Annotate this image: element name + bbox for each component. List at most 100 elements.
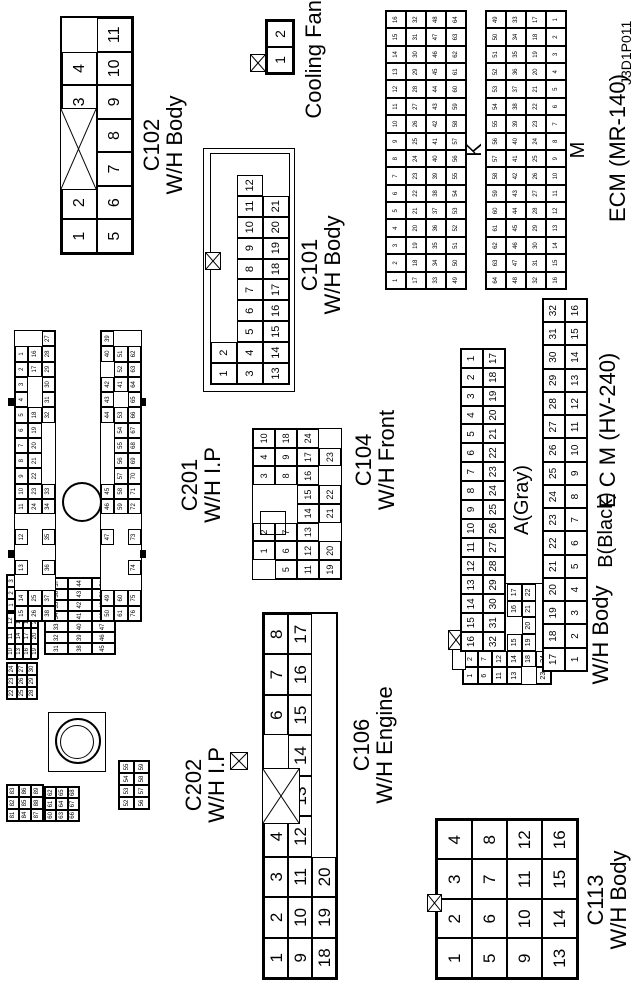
pin-cell: 24	[7, 663, 17, 675]
c106-lock-tab	[230, 752, 248, 770]
c106-label: C106 W/H Engine	[349, 670, 397, 820]
pin-cell: 38	[68, 643, 92, 654]
pin-cell	[128, 331, 141, 346]
pin-cell: 23	[28, 483, 42, 499]
pin-cell: 64	[446, 11, 466, 29]
pin-cell: 35	[506, 45, 526, 64]
pin-cell: 6	[97, 185, 132, 220]
pin-cell: 11	[565, 415, 587, 439]
pin-cell: 39	[426, 167, 446, 185]
pin-cell: 75	[127, 590, 141, 606]
pin-cell: 10	[461, 518, 483, 538]
pin-cell: 58	[134, 773, 149, 785]
pin-cell: 56	[114, 453, 128, 469]
pin-cell: 23	[526, 115, 546, 133]
pin-cell: 10	[97, 51, 132, 86]
pin-cell: 43	[506, 184, 526, 203]
pin-cell: 1	[15, 346, 29, 362]
pin-cell: 46	[101, 498, 115, 515]
pin-cell: 25	[406, 132, 426, 150]
c101-housing	[203, 148, 295, 392]
c101-name: C101	[297, 238, 322, 292]
pin-cell: 50	[446, 254, 466, 272]
pin-cell: 17	[483, 349, 505, 368]
c102-harness: W/H Body	[162, 95, 188, 195]
pin-cell: 62	[486, 236, 506, 255]
pin-cell: 42	[426, 115, 446, 133]
pin-cell: 56	[486, 132, 506, 150]
pin-cell: 20	[312, 856, 336, 898]
pin-cell: 17	[23, 628, 31, 644]
pin-cell: 30	[526, 236, 546, 255]
pin-cell: 9	[461, 500, 483, 519]
pin-cell: 10	[7, 643, 15, 659]
pin-cell: 5	[461, 424, 483, 444]
pin-cell: 39	[68, 632, 92, 644]
pin-cell: 8	[15, 453, 29, 469]
pin-cell: 28	[406, 80, 426, 98]
pin-cell	[114, 575, 127, 590]
c201-latch	[8, 398, 14, 406]
pin-cell: 24	[297, 429, 319, 448]
pin-cell	[101, 423, 114, 438]
pin-cell: 42	[68, 599, 92, 611]
pin-cell: 16	[546, 271, 566, 289]
pin-cell: 11	[15, 498, 29, 515]
pin-cell: 27	[406, 97, 426, 116]
pin-cell: 46	[426, 45, 446, 64]
pin-cell: 26	[28, 605, 42, 621]
c201-harness: W/H I.P	[200, 447, 226, 523]
pin-cell: 4	[386, 219, 406, 237]
pin-cell: 49	[101, 590, 115, 606]
pin-cell: 49	[486, 11, 506, 29]
pin-cell: 65	[127, 392, 141, 408]
pin-cell: 11	[7, 628, 15, 644]
pin-cell: 23	[406, 167, 426, 185]
pin-cell: 33	[45, 621, 69, 633]
pin-cell: 8	[472, 820, 507, 860]
pin-cell: 36	[426, 219, 446, 237]
pin-cell: 10	[565, 438, 587, 462]
pin-cell: 4	[565, 578, 587, 602]
pin-cell: 39	[101, 331, 115, 347]
pin-cell: 26	[406, 115, 426, 133]
pin-cell: 47	[91, 621, 115, 633]
pin-cell: 8	[565, 485, 587, 509]
pin-cell: 38	[506, 97, 526, 116]
pin-cell: 12	[461, 556, 483, 576]
pin-cell	[28, 331, 41, 346]
pin-cell: 32	[41, 407, 55, 423]
pin-cell: 11	[461, 537, 483, 557]
pin-cell: 53	[486, 80, 506, 98]
pin-cell	[312, 776, 336, 816]
pin-cell: 28	[483, 556, 505, 576]
cooling-fan-name: Cooling Fan	[301, 0, 326, 119]
pin-cell: 9	[507, 938, 542, 978]
pin-cell: 30	[41, 376, 55, 393]
pin-cell: 44	[506, 202, 526, 220]
pin-cell: 3	[565, 601, 587, 625]
pin-cell: 9	[275, 447, 297, 467]
pin-cell	[28, 377, 41, 392]
pin-cell	[15, 514, 28, 529]
pin-cell: 32	[45, 632, 69, 644]
pin-cell: 1	[565, 647, 587, 671]
pin-cell: 20	[406, 219, 426, 237]
pin-cell: 63	[446, 28, 466, 46]
pin-cell	[312, 614, 336, 654]
pin-cell: 55	[486, 115, 506, 133]
pin-cell	[28, 575, 41, 590]
pin-cell: 67	[67, 798, 79, 810]
pin-cell	[101, 575, 114, 590]
pin-cell: 33	[426, 271, 446, 289]
pin-cell: 58	[486, 167, 506, 185]
pin-cell: 58	[114, 483, 128, 499]
pin-cell	[101, 468, 114, 483]
pin-cell: 15	[565, 322, 587, 346]
pin-cell: 55	[446, 167, 466, 185]
pin-cell: 12	[492, 650, 507, 668]
pin-cell: 4	[461, 405, 483, 425]
pin-cell: 28	[543, 392, 565, 416]
